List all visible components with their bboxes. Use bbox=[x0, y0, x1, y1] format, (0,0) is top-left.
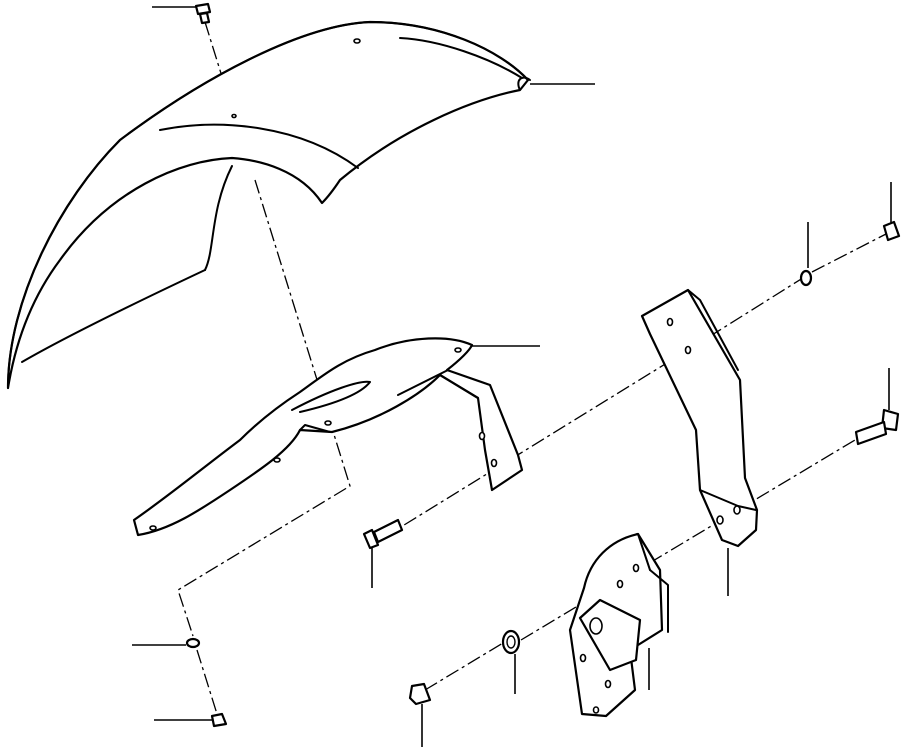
bolt-icon bbox=[194, 2, 212, 25]
callout-leaders bbox=[132, 6, 892, 747]
nut-icon bbox=[882, 220, 901, 242]
washer-icon bbox=[799, 269, 813, 287]
nut-icon bbox=[408, 682, 432, 706]
bracket-icon bbox=[640, 288, 759, 548]
washer-icon bbox=[185, 637, 201, 649]
bolt-icon bbox=[854, 408, 900, 446]
washer-icon bbox=[501, 629, 521, 655]
fender-icon bbox=[6, 20, 531, 390]
bracket-icon bbox=[132, 337, 524, 537]
plate-icon bbox=[568, 532, 669, 718]
bolt-icon bbox=[362, 518, 404, 550]
nut-icon bbox=[210, 712, 228, 728]
